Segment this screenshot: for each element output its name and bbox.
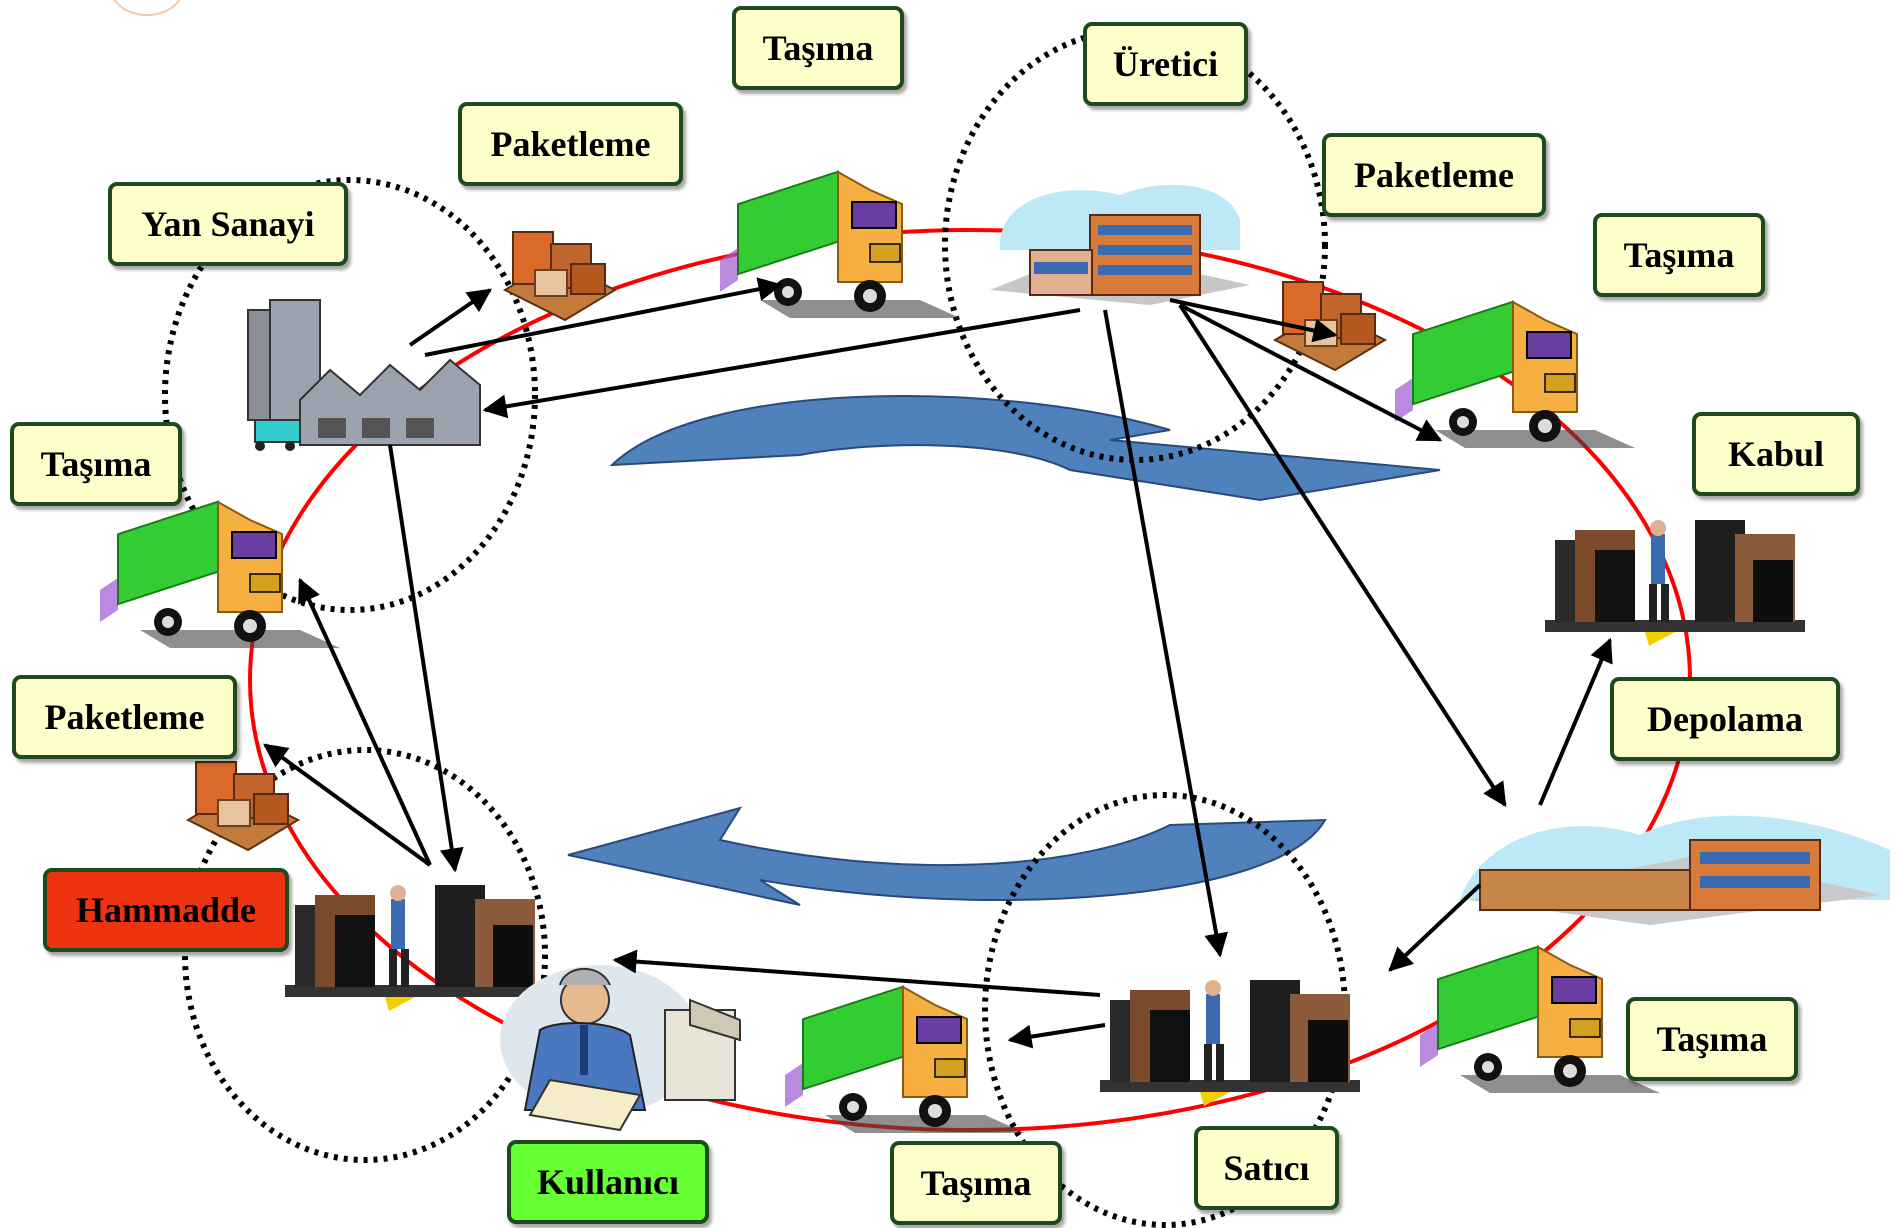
- label-paketleme-right: Paketleme: [1322, 133, 1546, 217]
- truck-icon: [99, 500, 341, 649]
- uretici-zone: [942, 27, 1328, 463]
- warehouse-icon: [285, 885, 545, 1011]
- building-icon: [990, 184, 1250, 305]
- building-icon: [1460, 815, 1890, 925]
- label-hammadde: Hammadde: [43, 868, 289, 952]
- truck-icon: [1394, 300, 1636, 449]
- label-tasima-top: Taşıma: [732, 6, 904, 90]
- label-kullanici: Kullanıcı: [507, 1140, 709, 1224]
- label-tasima-bottom: Taşıma: [890, 1141, 1062, 1225]
- flow-connectors: [263, 277, 1613, 1049]
- label-kabul: Kabul: [1692, 412, 1860, 496]
- label-depolama: Depolama: [1610, 677, 1840, 761]
- label-tasima-left: Taşıma: [10, 422, 182, 506]
- warehouse-icon: [1100, 980, 1360, 1106]
- label-paketleme-top: Paketleme: [458, 102, 683, 186]
- label-yan-sanayi: Yan Sanayi: [108, 182, 348, 266]
- label-uretici: Üretici: [1083, 22, 1248, 106]
- flow-arrow-bottom-icon: [567, 806, 1327, 906]
- factory-icon: [247, 299, 481, 451]
- truck-icon: [719, 170, 961, 319]
- label-paketleme-left: Paketleme: [12, 675, 237, 759]
- office-worker-icon: [500, 965, 741, 1132]
- package-icon: [504, 231, 616, 321]
- label-satici: Satıcı: [1194, 1126, 1339, 1210]
- package-icon: [187, 761, 299, 851]
- hammadde-zone: [182, 747, 548, 1163]
- label-tasima-bottom-right: Taşıma: [1626, 997, 1798, 1081]
- flow-arrow-top-icon: [609, 395, 1441, 502]
- label-tasima-right: Taşıma: [1593, 213, 1765, 297]
- truck-icon: [1419, 945, 1661, 1094]
- yan-sanayi-zone: [162, 177, 538, 613]
